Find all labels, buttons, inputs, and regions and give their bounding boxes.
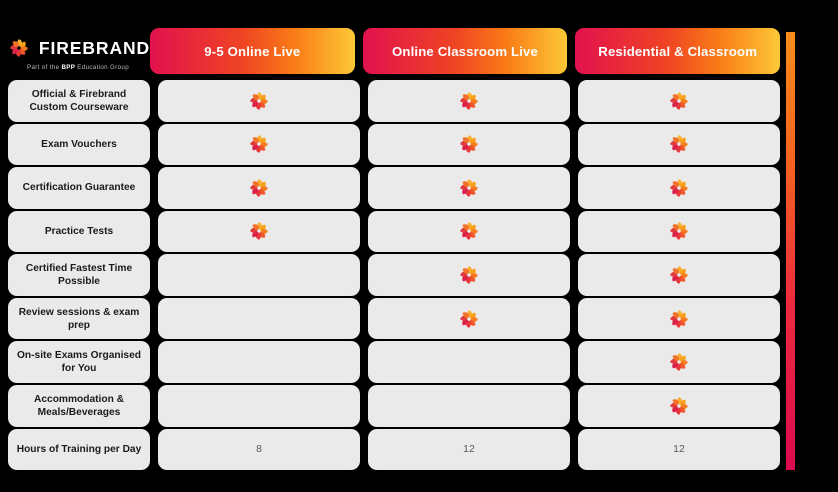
firebrand-check-icon <box>460 309 478 328</box>
feature-cell-r4-c2 <box>578 254 780 296</box>
feature-cell-r4-c1 <box>368 254 570 296</box>
feature-cell-r7-c0 <box>158 384 360 427</box>
firebrand-check-icon <box>460 179 478 197</box>
row-label: Certification Guarantee <box>8 167 150 209</box>
feature-cell-r0-c1 <box>368 80 570 122</box>
row-label: Review sessions & exam prep <box>8 297 150 340</box>
feature-cell-r0-c0 <box>158 80 360 122</box>
firebrand-check-icon <box>670 353 688 371</box>
firebrand-check-icon <box>250 135 268 154</box>
feature-cell-r8-c2: 12 <box>578 428 780 471</box>
feature-cell-r8-c1: 12 <box>368 428 570 471</box>
firebrand-check-icon <box>670 222 688 241</box>
firebrand-logo[interactable]: FIREBRAND Part of the BPP Education Grou… <box>6 28 150 78</box>
firebrand-check-icon <box>670 135 688 154</box>
table-row: Accommodation & Meals/Beverages <box>8 384 780 427</box>
firebrand-check-icon <box>460 91 478 110</box>
column-header-2[interactable]: Residential & Classroom <box>575 28 781 74</box>
vertical-gradient-bar <box>786 32 795 470</box>
brand-name: FIREBRAND <box>38 37 151 58</box>
feature-cell-r5-c2 <box>578 297 780 340</box>
feature-cell-r1-c1 <box>368 123 570 166</box>
feature-cell-r7-c2 <box>578 384 780 427</box>
tagline-bpp: BPP <box>61 64 76 71</box>
firebrand-check-icon <box>250 179 268 197</box>
row-label: Exam Vouchers <box>8 123 150 166</box>
feature-grid: Official & Firebrand Custom Courseware E… <box>8 80 780 471</box>
feature-cell-r5-c1 <box>368 297 570 340</box>
row-label: Practice Tests <box>8 210 150 253</box>
feature-cell-r1-c2 <box>578 123 780 166</box>
feature-cell-r6-c0 <box>158 341 360 383</box>
feature-cell-r4-c0 <box>158 254 360 296</box>
firebrand-check-icon <box>250 222 268 241</box>
firebrand-check-icon <box>670 91 688 110</box>
feature-cell-r7-c1 <box>368 384 570 427</box>
firebrand-flame-icon <box>10 39 28 57</box>
firebrand-check-icon <box>460 135 478 154</box>
row-label: Accommodation & Meals/Beverages <box>8 384 150 427</box>
firebrand-check-icon <box>250 91 268 110</box>
feature-cell-r1-c0 <box>158 123 360 166</box>
feature-cell-r2-c1 <box>368 167 570 209</box>
table-row: Certified Fastest Time Possible <box>8 254 780 296</box>
table-row: Certification Guarantee <box>8 167 780 209</box>
table-row: Official & Firebrand Custom Courseware <box>8 80 780 122</box>
row-label: On-site Exams Organised for You <box>8 341 150 383</box>
feature-cell-r3-c1 <box>368 210 570 253</box>
brand-tagline: Part of the BPP Education Group <box>27 64 129 71</box>
firebrand-check-icon <box>460 222 478 241</box>
feature-cell-r3-c2 <box>578 210 780 253</box>
firebrand-check-icon <box>670 266 688 284</box>
table-row: On-site Exams Organised for You <box>8 341 780 383</box>
firebrand-check-icon <box>460 266 478 284</box>
table-row: Review sessions & exam prep <box>8 297 780 340</box>
row-label: Certified Fastest Time Possible <box>8 254 150 296</box>
logo-row: FIREBRAND <box>6 35 150 61</box>
column-header-1[interactable]: Online Classroom Live <box>362 28 568 74</box>
feature-cell-r3-c0 <box>158 210 360 253</box>
feature-cell-r2-c0 <box>158 167 360 209</box>
column-header-0[interactable]: 9-5 Online Live <box>150 28 355 74</box>
feature-cell-r8-c0: 8 <box>158 428 360 471</box>
column-header-row: 9-5 Online Live Online Classroom Live Re… <box>150 28 781 74</box>
firebrand-check-icon <box>670 179 688 197</box>
feature-cell-r6-c2 <box>578 341 780 383</box>
firebrand-check-icon <box>670 309 688 328</box>
feature-cell-r5-c0 <box>158 297 360 340</box>
row-label: Official & Firebrand Custom Courseware <box>8 80 150 122</box>
table-row: Practice Tests <box>8 210 780 253</box>
firebrand-check-icon <box>670 396 688 415</box>
tagline-suffix: Education Group <box>75 64 129 71</box>
table-row: Exam Vouchers <box>8 123 780 166</box>
feature-cell-r6-c1 <box>368 341 570 383</box>
feature-cell-r2-c2 <box>578 167 780 209</box>
tagline-prefix: Part of the <box>26 64 62 71</box>
feature-cell-r0-c2 <box>578 80 780 122</box>
row-label: Hours of Training per Day <box>8 428 150 471</box>
